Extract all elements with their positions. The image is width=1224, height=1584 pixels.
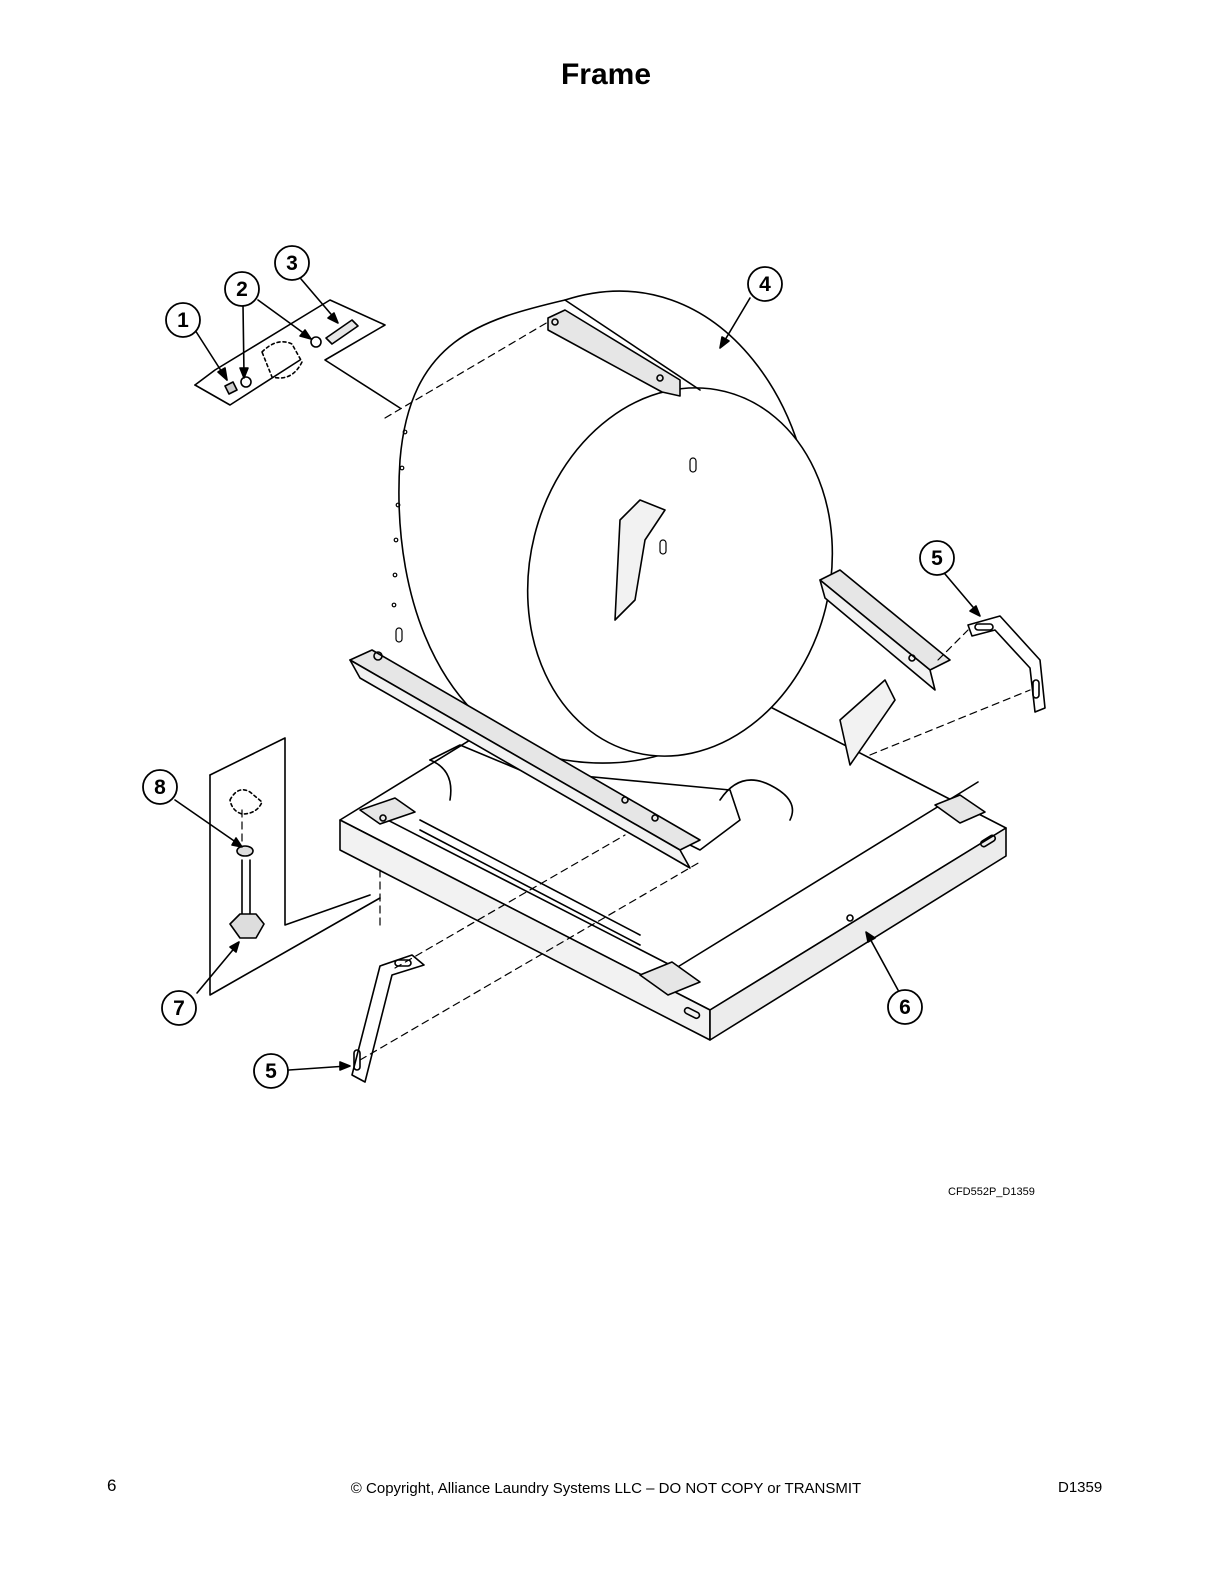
left-rail (349, 649, 701, 869)
callout-4-label: 4 (759, 273, 771, 296)
callout-7-label: 7 (173, 997, 185, 1020)
callout-5-left: 5 (253, 1053, 289, 1089)
bracket-right (967, 615, 1046, 713)
callout-5-right-label: 5 (931, 547, 943, 570)
callout-6-label: 6 (899, 996, 911, 1019)
callout-8-label: 8 (154, 776, 166, 799)
copyright-notice: © Copyright, Alliance Laundry Systems LL… (350, 1480, 862, 1497)
callout-7: 7 (161, 990, 197, 1026)
callout-2: 2 (224, 271, 260, 307)
right-rail (819, 569, 951, 766)
page-number: 6 (107, 1476, 117, 1495)
document-id: D1359 (1058, 1479, 1103, 1496)
page-title: Frame (560, 58, 652, 91)
callout-2-label: 2 (236, 278, 248, 301)
callout-1: 1 (165, 302, 201, 338)
callout-1-label: 1 (177, 309, 189, 332)
figure-reference: CFD552P_D1359 (948, 1186, 1035, 1198)
callout-6: 6 (887, 989, 923, 1025)
leveling-leg-detail (209, 737, 381, 996)
callout-4: 4 (747, 266, 783, 302)
hardware-detail (194, 299, 401, 409)
callout-3-label: 3 (286, 252, 298, 275)
callout-5-right: 5 (919, 540, 955, 576)
callout-3: 3 (274, 245, 310, 281)
floor-plate (429, 744, 794, 851)
callout-5-left-label: 5 (265, 1060, 277, 1083)
bracket-left (351, 954, 425, 1083)
drum-shroud (391, 290, 834, 764)
callout-8: 8 (142, 769, 178, 805)
